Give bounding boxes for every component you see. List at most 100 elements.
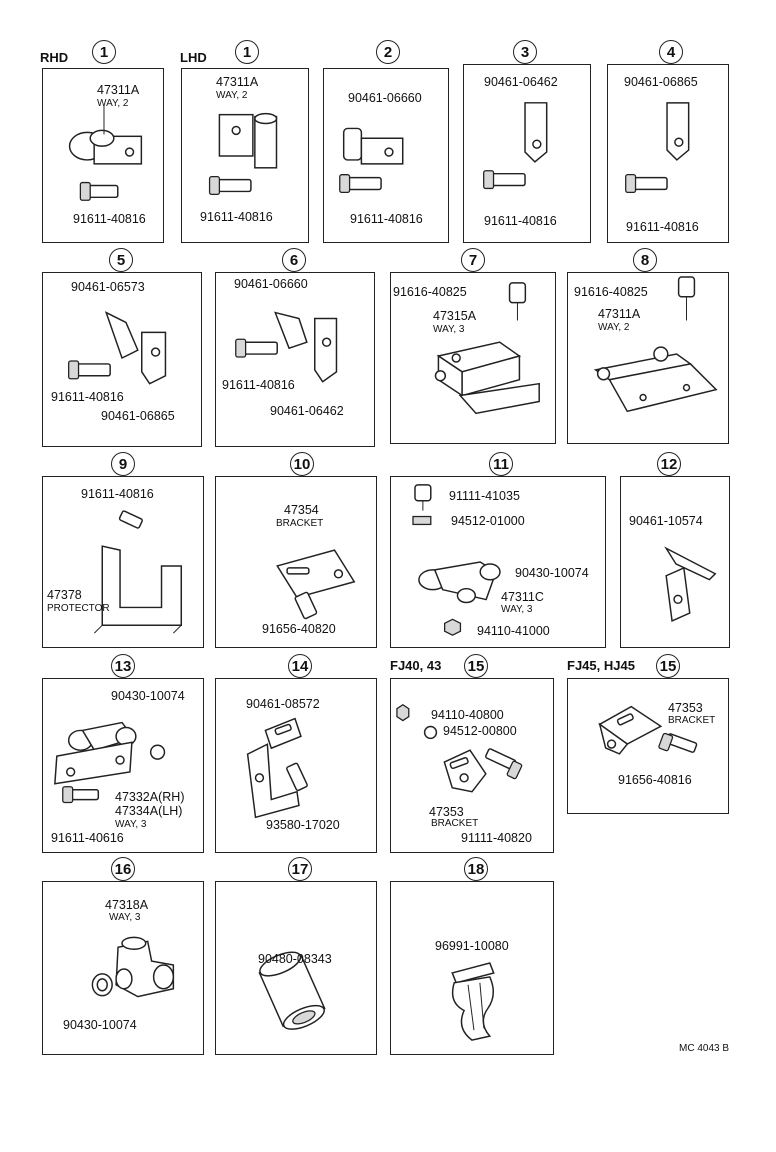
clip-illustration	[451, 962, 495, 1041]
part-label: 91616-40825	[393, 285, 467, 299]
item-number-1-lhd: 1	[235, 40, 259, 64]
part-label: 90430-10074	[111, 689, 185, 703]
wire-joint-illustration	[434, 282, 540, 415]
part-sublabel: PROTECTOR	[47, 603, 110, 614]
panel-9: 91611-40816 47378 PROTECTOR	[42, 476, 204, 648]
part-label: 91611-40816	[484, 214, 557, 228]
item-number-6: 6	[282, 248, 306, 272]
item-number-15-fj45: 15	[656, 654, 680, 678]
item-number-9: 9	[111, 452, 135, 476]
fj45-header: FJ45, HJ45	[567, 658, 635, 673]
part-sublabel: WAY, 2	[216, 90, 248, 101]
fj40-header: FJ40, 43	[390, 658, 442, 673]
part-sublabel: WAY, 3	[433, 324, 465, 335]
part-label: 91111-40820	[461, 831, 532, 845]
part-label: 94512-01000	[451, 514, 525, 528]
item-number-18: 18	[464, 857, 488, 881]
part-label: 47334A(LH)	[115, 804, 183, 818]
part-label: 91656-40816	[618, 773, 692, 787]
part-sublabel: BRACKET	[276, 518, 324, 529]
part-sublabel: BRACKET	[668, 715, 716, 726]
part-sublabel: WAY, 3	[109, 912, 141, 923]
part-label: 90461-06865	[624, 75, 698, 89]
bracket-illustration	[396, 703, 523, 793]
panel-1-lhd: 47311A WAY, 2 91611-40816	[181, 68, 309, 243]
part-label: 91111-41035	[449, 489, 520, 503]
part-label: 47311A	[216, 75, 259, 89]
part-label: 94110-41000	[477, 624, 550, 638]
part-label: 91611-40816	[350, 212, 423, 226]
panel-1-rhd: 47311A WAY, 2 91611-40816	[42, 68, 164, 243]
part-label: 90461-06462	[270, 404, 344, 418]
part-label: 91611-40816	[81, 487, 154, 501]
item-number-7: 7	[461, 248, 485, 272]
part-label: 96991-10080	[435, 939, 509, 953]
clamp-illustration	[68, 311, 167, 385]
part-label: 90461-06462	[484, 75, 558, 89]
part-label: 47353	[668, 701, 703, 715]
panel-15-fj40: 94110-40800 94512-00800 47353 BRACKET 91…	[390, 678, 554, 853]
part-label: 90461-06660	[234, 277, 308, 291]
part-label: 47353	[429, 805, 464, 819]
part-sublabel: WAY, 3	[501, 604, 533, 615]
part-sublabel: BRACKET	[431, 818, 479, 829]
panel-15-fj45: 47353 BRACKET 91656-40816	[567, 678, 729, 814]
part-label: 91656-40820	[262, 622, 336, 636]
clamp-illustration	[235, 311, 338, 383]
part-label: 47332A(RH)	[115, 790, 185, 804]
bracket-illustration	[276, 549, 356, 620]
panel-17: 90480-08343	[215, 881, 377, 1055]
wire-joint-illustration	[91, 936, 175, 998]
wire-joint-illustration	[208, 112, 278, 196]
part-label: 90430-10074	[63, 1018, 137, 1032]
item-number-12: 12	[657, 452, 681, 476]
item-number-10: 10	[290, 452, 314, 476]
clamp-illustration	[246, 717, 308, 819]
part-label: 91611-40816	[222, 378, 295, 392]
item-number-3: 3	[513, 40, 537, 64]
item-number-11: 11	[489, 452, 513, 476]
panel-18: 96991-10080	[390, 881, 554, 1055]
rhd-header: RHD	[40, 50, 69, 65]
part-label: 90461-06573	[71, 280, 145, 294]
item-number-2: 2	[376, 40, 400, 64]
panel-2: 90461-06660 91611-40816	[323, 68, 449, 243]
part-sublabel: WAY, 3	[115, 819, 147, 830]
part-label: 94512-00800	[443, 724, 517, 738]
part-label: 47311C	[501, 590, 544, 604]
item-number-15-fj40: 15	[464, 654, 488, 678]
part-label: 91611-40616	[51, 831, 124, 845]
part-label: 90461-06865	[101, 409, 175, 423]
part-label: 90461-08572	[246, 697, 320, 711]
wire-joint-illustration	[593, 276, 718, 413]
panel-16: 47318A WAY, 3 90430-10074	[42, 881, 204, 1055]
lhd-header: LHD	[180, 50, 207, 65]
panel-8: 91616-40825 47311A WAY, 2	[567, 272, 729, 444]
part-label: 47318A	[105, 898, 149, 912]
panel-12: 90461-10574	[620, 476, 730, 648]
protector-illustration	[94, 510, 183, 634]
part-label: 91616-40825	[574, 285, 648, 299]
item-number-17: 17	[288, 857, 312, 881]
part-label: 93580-17020	[266, 818, 340, 832]
item-number-13: 13	[111, 654, 135, 678]
part-sublabel: WAY, 2	[598, 322, 630, 333]
wire-joint-illustration	[412, 484, 501, 636]
clamp-illustration	[339, 127, 404, 194]
panel-10: 47354 BRACKET 91656-40820	[215, 476, 377, 648]
part-label: 47311A	[97, 83, 140, 97]
part-label: 90461-10574	[629, 514, 703, 528]
part-label: 90430-10074	[515, 566, 589, 580]
part-label: 91611-40816	[626, 220, 699, 234]
part-label: 91611-40816	[73, 212, 146, 226]
part-label: 90461-06660	[348, 91, 422, 105]
clamp-illustration	[483, 102, 548, 190]
panel-4: 90461-06865 91611-40816	[607, 64, 729, 243]
grommet-illustration	[258, 951, 326, 1030]
part-label: 47378	[47, 588, 82, 602]
panel-3: 90461-06462 91611-40816	[463, 64, 591, 243]
item-number-4: 4	[659, 40, 683, 64]
panel-6: 90461-06660 91611-40816 90461-06462	[215, 272, 375, 447]
item-number-16: 16	[111, 857, 135, 881]
item-number-8: 8	[633, 248, 657, 272]
